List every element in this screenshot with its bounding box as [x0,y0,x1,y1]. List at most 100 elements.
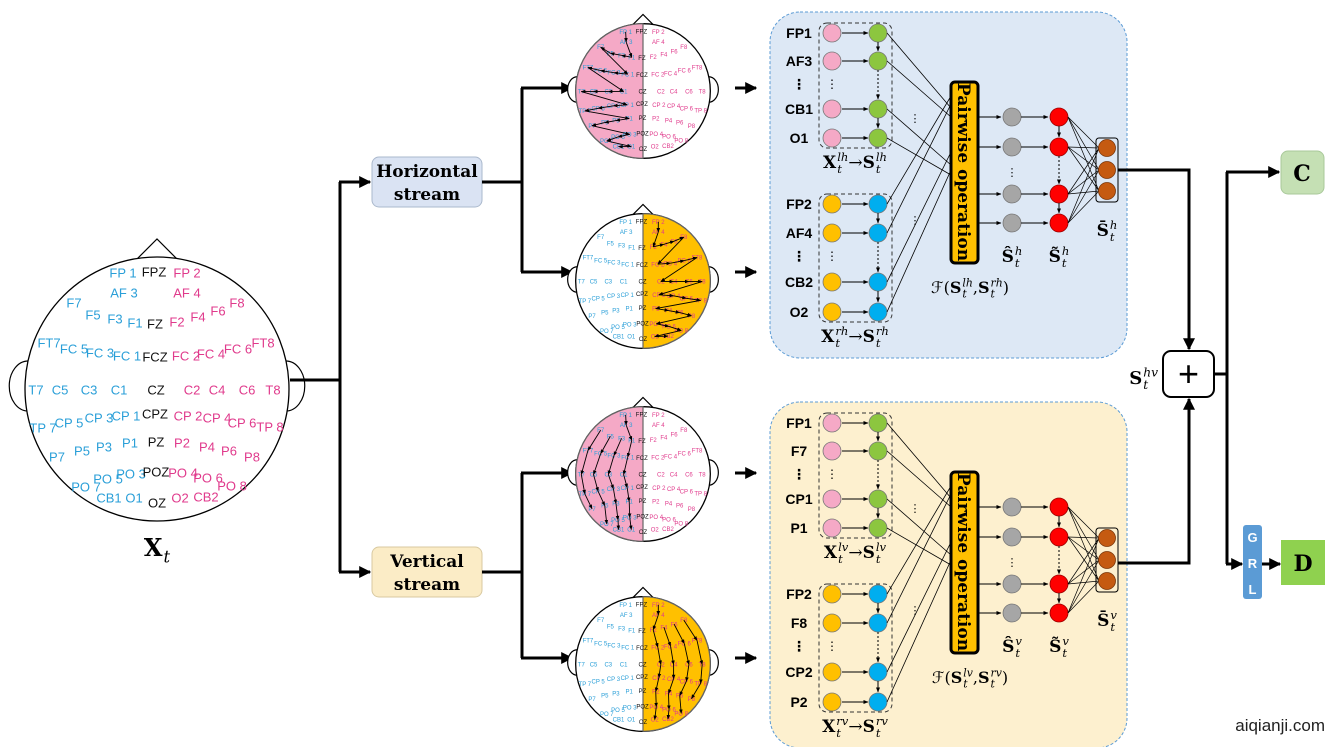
electrode-label: OZ [639,337,648,343]
channel-label: O2 [790,304,809,320]
electrode-label: C5 [52,383,69,398]
electrode-label: CB1 [613,145,625,151]
electrode-chain-arrow [624,414,628,426]
math-base: S [1129,368,1142,389]
electrode-label: C5 [590,663,598,669]
math-base: X [821,327,835,347]
math-base: Ŝ [1002,636,1014,657]
electrode-label: P3 [612,692,620,698]
refined-feature-node [1049,497,1069,517]
electrode-chain-arrow [593,474,599,492]
hidden-node [868,23,888,43]
ellipsis-label: ⋮ [910,503,921,515]
electrode-label: CP 2 [652,676,666,682]
math-subscript: t [838,552,843,566]
electrode-chain-arrow [613,71,628,75]
electrode-label: P2 [652,500,660,506]
electrode-label: F1 [628,438,636,444]
electrode-label: FT7 [583,639,594,645]
electrode-label: F2 [650,55,658,61]
electrode-label: C6 [685,90,693,96]
electrode-chain-arrow [656,323,670,328]
electrode-label: F7 [597,428,605,434]
math-subscript: t [991,677,996,690]
ellipsis-label: ⋮ [826,77,838,91]
vertical-stream-label-2: stream [394,575,460,595]
electrode-label: FC 4 [197,347,225,362]
electrode-chain-arrow [625,424,633,441]
refined-feature-node [1049,527,1069,547]
electrode-chain-arrow [581,91,628,106]
electrode-label: PO 4 [649,132,663,138]
horizontal-stream-panel [769,11,1128,359]
electrode-label: FP 2 [652,413,665,419]
hidden-node [868,51,888,71]
math-symbol: → [848,543,862,563]
electrode-label: FC 3 [607,644,621,650]
electrode-label: P1 [626,690,634,696]
input-node [822,413,842,433]
pairwise-operation-label: Pairwise operation [953,473,973,651]
electrode-chain-arrow [607,474,614,490]
math-superscript: h [1062,244,1069,258]
math-subscript: t [991,287,996,300]
input-node [822,489,842,509]
pairwise-input-line [886,32,952,109]
math-subscript: t [876,726,881,740]
pairwise-input-line [886,450,952,508]
hidden-node [868,518,888,538]
electrode-label: P7 [588,697,596,703]
right-ear-shape [708,649,719,676]
electrode-chain-arrow [679,695,683,714]
pairwise-input-line [886,541,952,673]
refined-feature-node [1049,107,1069,127]
electrode-label: F3 [618,626,626,632]
pairwise-operation-box [949,80,980,265]
electrode-label: O1 [627,335,636,341]
hidden-node [868,613,888,633]
electrode-label: F4 [660,52,668,58]
hidden-node [868,99,888,119]
electrode-label: AF 4 [652,230,665,236]
hidden-node [868,302,888,322]
electrode-label: FC 1 [113,349,141,364]
electrode-label: C2 [657,90,665,96]
electrode-label: FCZ [636,456,648,462]
electrode-chain-arrow [653,243,665,248]
input-node [822,692,842,712]
aggregated-node [1098,572,1116,590]
electrode-label: PO 7 [600,329,614,335]
electrode-chain-arrow [606,140,632,148]
electrode-label: CPZ [636,675,648,681]
electrode-label: PO 6 [662,517,676,523]
electrode-label: FC 2 [651,72,665,78]
electrode-label: POZ [143,465,170,480]
electrode-label: FC 3 [607,454,621,460]
electrode-label: F4 [660,435,668,441]
electrode-label: CPZ [142,407,168,422]
electrode-label: P5 [601,694,609,700]
math-base: S [863,153,875,173]
electrode-label: P6 [676,504,684,510]
electrode-chain-arrow [627,501,632,518]
electrode-label: C2 [657,663,665,669]
pair-feature-node [1002,574,1022,594]
electrode-chain-arrow [668,678,675,695]
channel-label: CP2 [785,664,812,680]
ellipsis-label: ⋮ [792,76,806,92]
channel-label: F8 [791,615,808,631]
electrode-chain-arrow [652,614,659,631]
electrode-label: PZ [639,306,647,312]
electrode-label: FZ [638,56,646,62]
hidden-node [868,272,888,292]
electrode-label: C2 [184,383,201,398]
electrode-label: T7 [578,663,586,669]
pairwise-input-line [886,527,952,566]
electrode-label: CPZ [636,102,648,108]
electrode-label: O1 [627,145,636,151]
electrode-label: O2 [651,718,660,724]
